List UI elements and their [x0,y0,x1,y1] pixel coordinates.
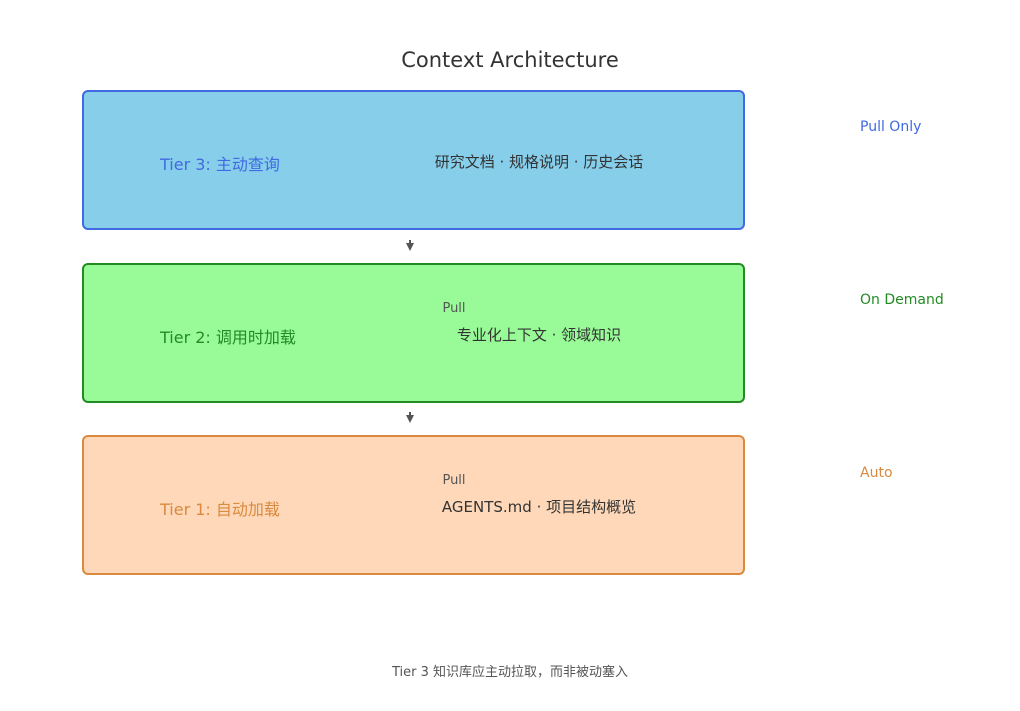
arrow-down-icon [406,412,414,423]
diagram-title: Context Architecture [401,48,619,72]
tier-3-name: Tier 3: 主动查询 [160,155,280,174]
tier-1-box: Pull Tier 1: 自动加载 AGENTS.md · 项目结构概览 [82,435,745,575]
tier-3-side-label: Pull Only [860,119,922,135]
tier-1-side-label: Auto [860,465,893,481]
tier-3-contents: 研究文档 · 规格说明 · 历史会话 [434,153,644,171]
edge-label-pull: Pull [442,301,466,316]
tier-2-name: Tier 2: 调用时加载 [160,328,296,347]
tier-3-box: Tier 3: 主动查询 研究文档 · 规格说明 · 历史会话 [82,90,745,230]
footnote: Tier 3 知识库应主动拉取，而非被动塞入 [391,665,629,680]
tier-2-box: Pull Tier 2: 调用时加载 专业化上下文 · 领域知识 [82,263,745,403]
edge-label-pull: Pull [442,473,466,488]
tier-2-contents: 专业化上下文 · 领域知识 [456,326,622,344]
tier-1-name: Tier 1: 自动加载 [160,500,280,519]
tier-2-side-label: On Demand [860,292,944,308]
arrow-down-icon [406,240,414,251]
tier-1-contents: AGENTS.md · 项目结构概览 [441,498,637,516]
